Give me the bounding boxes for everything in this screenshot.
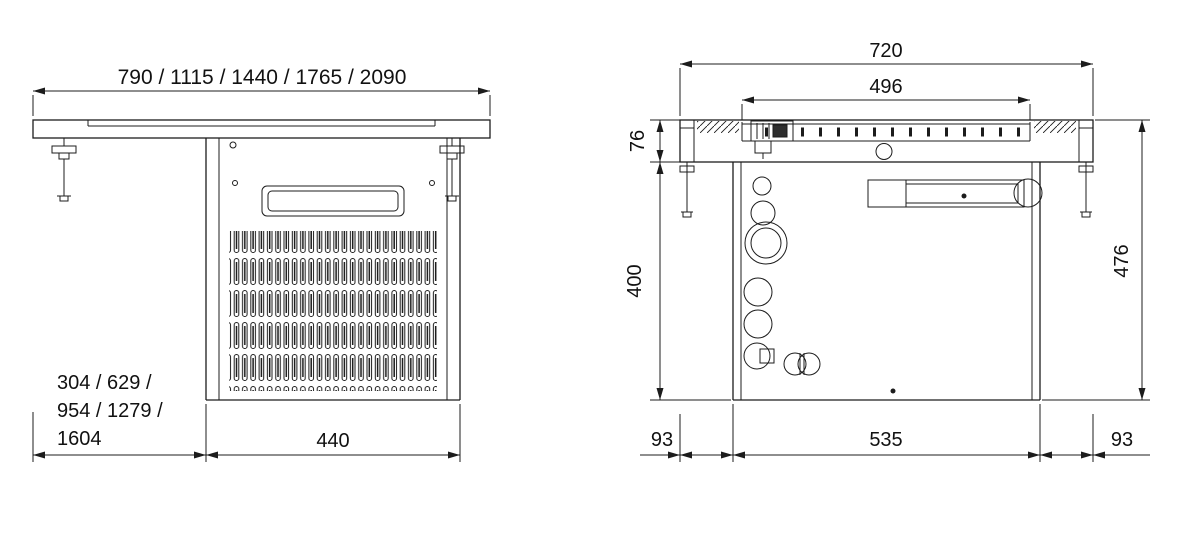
side-countertop	[679, 119, 1094, 163]
side-total-height-label: 476	[1111, 244, 1133, 277]
front-dim-bottom: 304 / 629 / 954 / 1279 / 1604 440	[32, 372, 461, 462]
side-rim-height-label: 76	[627, 130, 649, 152]
front-vent-slot	[261, 185, 405, 217]
side-fitting-assembly	[750, 120, 794, 159]
side-electrical-box	[867, 179, 1025, 208]
side-dim-bottom-chain: 93 535 93	[640, 404, 1150, 462]
front-grille	[229, 231, 437, 391]
side-body-height-label: 400	[624, 264, 646, 297]
side-left-overhang-label: 93	[651, 429, 673, 451]
front-dim-overall-width: 790 / 1115 / 1440 / 1765 / 2090	[32, 66, 491, 116]
front-offset-label-line1: 304 / 629 /	[57, 372, 152, 394]
front-overall-width-label: 790 / 1115 / 1440 / 1765 / 2090	[118, 66, 407, 89]
side-dim-overall-depth: 720	[679, 40, 1094, 116]
front-body	[205, 138, 461, 401]
side-dim-total-height: 476	[1042, 119, 1150, 401]
front-offset-label-line2: 954 / 1279 /	[57, 400, 163, 422]
side-body	[732, 162, 1043, 401]
side-right-clamp	[1078, 162, 1094, 218]
front-left-clamp	[51, 138, 77, 202]
side-body-depth-label: 535	[869, 429, 902, 451]
side-pipe-connections	[743, 176, 821, 376]
side-well-width-label: 496	[869, 76, 902, 98]
front-body-width-label: 440	[316, 430, 349, 452]
side-overall-depth-label: 720	[869, 40, 902, 62]
side-drain-pipe	[875, 143, 893, 160]
side-dim-well-width: 496	[741, 76, 1031, 120]
side-left-clamp	[679, 162, 695, 218]
side-right-overhang-label: 93	[1111, 429, 1133, 451]
front-view: 790 / 1115 / 1440 / 1765 / 2090	[32, 66, 491, 462]
side-dim-heights-left: 76 400	[624, 119, 731, 401]
front-countertop	[32, 119, 491, 149]
side-corner-pipe	[1013, 178, 1043, 208]
side-view: 720 496	[624, 40, 1150, 462]
front-offset-label-line3: 1604	[57, 428, 102, 450]
